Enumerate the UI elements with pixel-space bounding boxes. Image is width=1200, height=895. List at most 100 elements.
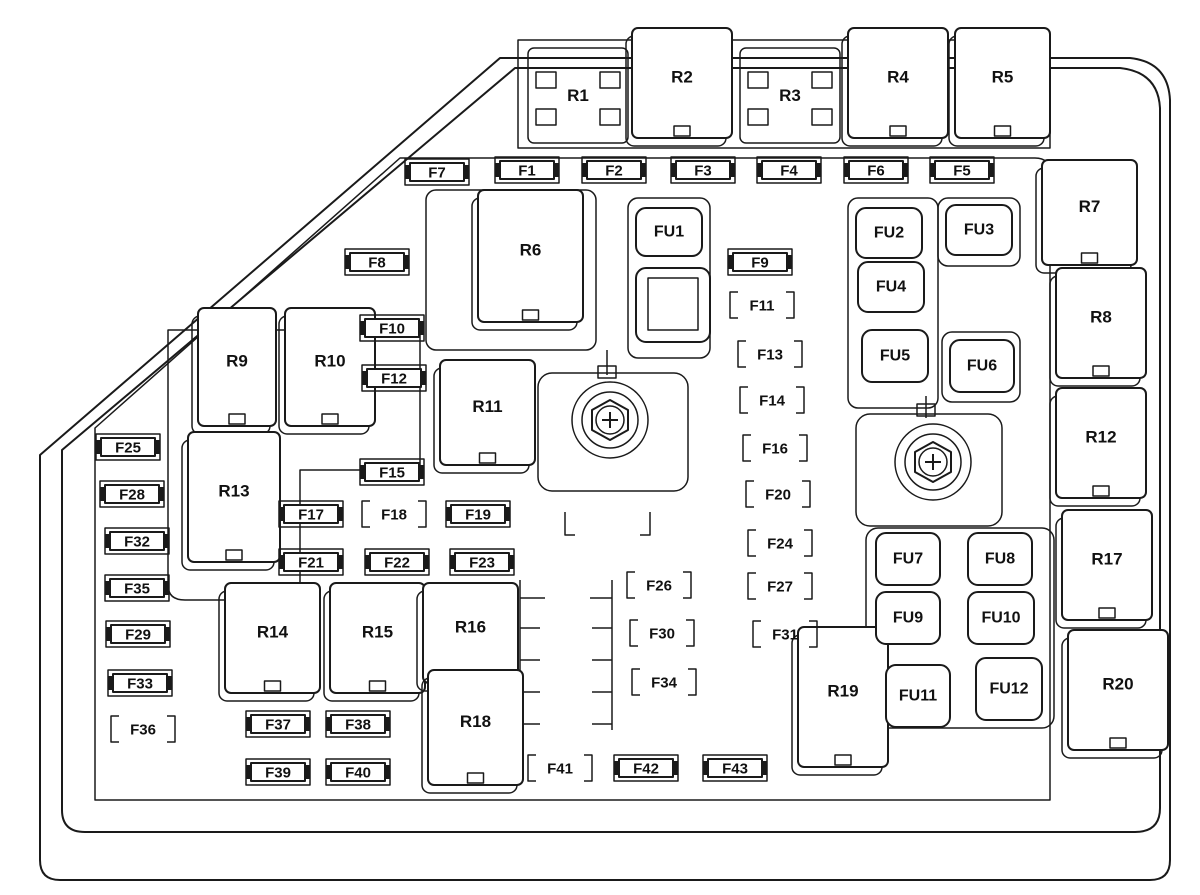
fuse-f31: F31 bbox=[752, 620, 818, 648]
right-fu-frame bbox=[847, 197, 939, 409]
relay-r11-label: R11 bbox=[472, 397, 502, 416]
fuse-f19-label: F19 bbox=[465, 507, 491, 524]
fuse-f35-label: F35 bbox=[124, 581, 150, 598]
fuse-f17: F17 bbox=[278, 500, 344, 528]
fuse-f5: F5 bbox=[929, 156, 995, 184]
relay-r2: R2 bbox=[625, 27, 733, 147]
relay-r18: R18 bbox=[421, 669, 524, 794]
fuse-unit-fu7-label: FU7 bbox=[893, 551, 923, 568]
fuse-f8-label: F8 bbox=[368, 255, 386, 272]
fuse-f10: F10 bbox=[359, 314, 425, 342]
fuse-unit-fu8-label: FU8 bbox=[985, 551, 1015, 568]
fuse-f26: F26 bbox=[626, 571, 692, 599]
fuse-f34: F34 bbox=[631, 668, 697, 696]
relay-r7: R7 bbox=[1035, 159, 1138, 274]
relay-r8: R8 bbox=[1049, 267, 1147, 387]
fuse-f27: F27 bbox=[747, 572, 813, 600]
fuse-f20: F20 bbox=[745, 480, 811, 508]
relay-r9: R9 bbox=[191, 307, 277, 435]
fuse-f28: F28 bbox=[99, 480, 165, 508]
relay-r19-label: R19 bbox=[827, 682, 858, 701]
fuse-f4-label: F4 bbox=[780, 163, 798, 180]
fuse-f32-label: F32 bbox=[124, 534, 150, 551]
fuse-f3-label: F3 bbox=[694, 163, 712, 180]
fuse-f37-label: F37 bbox=[265, 717, 291, 734]
fuse-f15: F15 bbox=[359, 458, 425, 486]
relay-r3: R3 bbox=[739, 47, 841, 144]
fuse-unit-fu6: FU6 bbox=[949, 339, 1015, 393]
relay-r4-label: R4 bbox=[887, 68, 909, 87]
relay-r12-label: R12 bbox=[1085, 428, 1116, 447]
battery-stud-right bbox=[855, 396, 1003, 527]
fuse-f10-label: F10 bbox=[379, 321, 405, 338]
fuse-f35: F35 bbox=[104, 574, 170, 602]
fuse-f13-label: F13 bbox=[757, 347, 783, 364]
fuse-unit-fu1: FU1 bbox=[635, 207, 703, 257]
fuse-f27-label: F27 bbox=[767, 579, 793, 596]
relay-r17: R17 bbox=[1055, 509, 1153, 629]
fuse-f1-label: F1 bbox=[518, 163, 536, 180]
fuse-f9-label: F9 bbox=[751, 255, 769, 272]
fuse-f17-label: F17 bbox=[298, 507, 324, 524]
empty-slot-marks bbox=[564, 512, 651, 536]
fuse-unit-fu12: FU12 bbox=[975, 657, 1043, 721]
fuse-f2-label: F2 bbox=[605, 163, 623, 180]
fuse-f11-label: F11 bbox=[749, 298, 774, 315]
fuse-f16: F16 bbox=[742, 434, 808, 462]
relay-r6-label: R6 bbox=[520, 241, 542, 260]
fuse-f33-label: F33 bbox=[127, 676, 153, 693]
fuse-f11: F11 bbox=[729, 291, 795, 319]
relay-r16-label: R16 bbox=[455, 618, 486, 637]
fuse-unit-fu5: FU5 bbox=[861, 329, 929, 383]
relay-r5-label: R5 bbox=[992, 68, 1014, 87]
fuse-f23: F23 bbox=[449, 548, 515, 576]
relay-r4: R4 bbox=[841, 27, 949, 147]
fuse-unit-fu4-label: FU4 bbox=[876, 279, 906, 296]
relay-r3-label: R3 bbox=[779, 86, 801, 105]
relay-r13-label: R13 bbox=[218, 482, 249, 501]
fuse-f40-label: F40 bbox=[345, 765, 371, 782]
fuse-unit-fu9-label: FU9 bbox=[893, 610, 923, 627]
battery-stud-left bbox=[537, 350, 689, 492]
fuse-unit-fu2: FU2 bbox=[855, 207, 923, 259]
fuse-f14: F14 bbox=[739, 386, 805, 414]
square-socket bbox=[635, 267, 711, 343]
fuse-f21-label: F21 bbox=[298, 555, 324, 572]
fuse-f42: F42 bbox=[613, 754, 679, 782]
fuse-unit-fu3-label: FU3 bbox=[964, 222, 994, 239]
relay-r9-label: R9 bbox=[226, 352, 248, 371]
fuse-f1: F1 bbox=[494, 156, 560, 184]
fuse-f39: F39 bbox=[245, 758, 311, 786]
fuse-f30-label: F30 bbox=[649, 626, 675, 643]
fuse-unit-fu9: FU9 bbox=[875, 591, 941, 645]
fuse-unit-fu11: FU11 bbox=[885, 664, 951, 728]
fuse-unit-fu2-label: FU2 bbox=[874, 225, 904, 242]
fuse-f31-label: F31 bbox=[772, 627, 798, 644]
relay-r1-label: R1 bbox=[567, 86, 589, 105]
relay-r12: R12 bbox=[1049, 387, 1147, 507]
fuse-f18-label: F18 bbox=[381, 507, 407, 524]
fuse-f9: F9 bbox=[727, 248, 793, 276]
fuse-unit-fu10: FU10 bbox=[967, 591, 1035, 645]
relay-r13: R13 bbox=[181, 431, 281, 571]
fuse-f25: F25 bbox=[95, 433, 161, 461]
fu6-frame bbox=[941, 331, 1021, 403]
relay-r15: R15 bbox=[323, 582, 426, 702]
fuse-unit-fu7: FU7 bbox=[875, 532, 941, 586]
fuse-f32: F32 bbox=[104, 527, 170, 555]
relay-r8-label: R8 bbox=[1090, 308, 1112, 327]
fuse-f36: F36 bbox=[110, 715, 176, 743]
relay-r2-label: R2 bbox=[671, 68, 693, 87]
side-connector-stack bbox=[519, 580, 613, 760]
relay-r6: R6 bbox=[471, 189, 584, 331]
fuse-f28-label: F28 bbox=[119, 487, 145, 504]
fuse-f39-label: F39 bbox=[265, 765, 291, 782]
relay-r16: R16 bbox=[416, 582, 519, 692]
fuse-f30: F30 bbox=[629, 619, 695, 647]
fuse-unit-fu12-label: FU12 bbox=[989, 681, 1028, 698]
fuse-unit-fu4: FU4 bbox=[857, 261, 925, 313]
fuse-unit-fu5-label: FU5 bbox=[880, 348, 910, 365]
fuse-f7-label: F7 bbox=[428, 165, 446, 182]
fuse-f25-label: F25 bbox=[115, 440, 141, 457]
